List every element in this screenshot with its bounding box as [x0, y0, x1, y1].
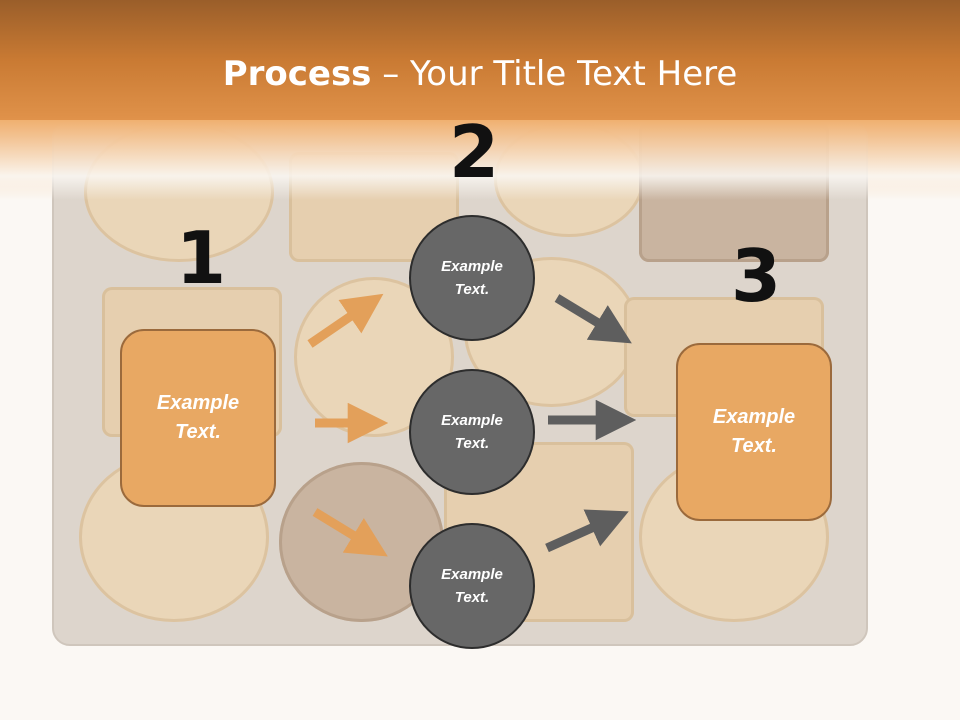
gray-arrow-icon — [545, 509, 629, 553]
step-number-2: 2 — [449, 110, 500, 194]
title-bold: Process — [222, 54, 372, 94]
left-example-box[interactable]: Example Text. — [120, 329, 276, 507]
step-number-1: 1 — [176, 216, 227, 300]
orange-arrow-icon — [307, 293, 384, 348]
right-box-line1: Example — [712, 406, 796, 428]
circle-middle-line2: Text. — [454, 435, 490, 452]
circle-top-line2: Text. — [454, 281, 490, 298]
circle-bottom-line2: Text. — [454, 589, 490, 606]
circle-middle[interactable]: Example Text. — [409, 369, 535, 495]
orange-arrow-icon — [312, 508, 388, 557]
circle-bottom[interactable]: Example Text. — [409, 523, 535, 649]
circle-top[interactable]: Example Text. — [409, 215, 535, 341]
title-rest: – Your Title Text Here — [371, 54, 738, 94]
right-example-box[interactable]: Example Text. — [676, 343, 832, 521]
circle-bottom-line1: Example — [441, 566, 503, 583]
slide-title: Process – Your Title Text Here — [0, 52, 960, 96]
gray-arrow-icon — [554, 294, 632, 344]
left-box-line2: Text. — [175, 421, 221, 443]
left-box-line1: Example — [156, 392, 240, 414]
circle-top-line1: Example — [441, 258, 503, 275]
header-fade — [0, 120, 960, 200]
circle-middle-line1: Example — [441, 412, 503, 429]
step-number-3: 3 — [731, 234, 782, 318]
right-box-line2: Text. — [731, 435, 777, 457]
